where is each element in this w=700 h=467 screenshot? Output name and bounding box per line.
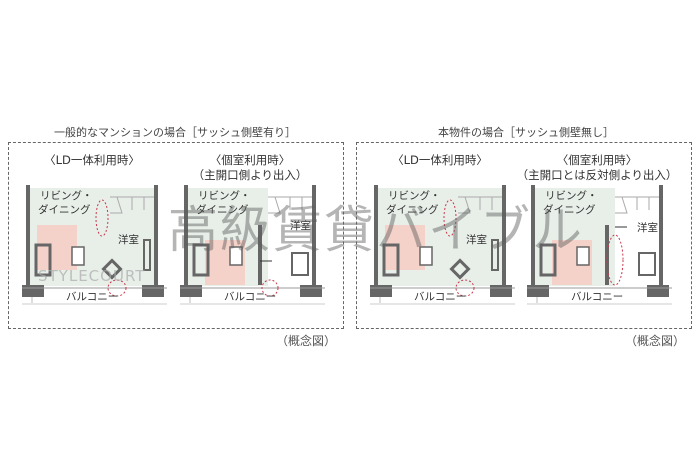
balcony-label: バルコニー <box>414 291 467 303</box>
room-label: 洋室 <box>290 220 311 232</box>
floor-plan <box>22 185 167 305</box>
balcony-label: バルコニー <box>224 291 277 303</box>
panel-heading: 〈個室利用時〉 <box>209 153 291 167</box>
dining-label: ダイニング <box>196 204 249 216</box>
room-label: 洋室 <box>466 234 487 246</box>
balcony-label: バルコニー <box>571 291 624 303</box>
floor-plan <box>370 185 515 305</box>
left-title: 一般的なマンションの場合［サッシュ側壁有り］ <box>54 126 296 139</box>
panel-subheading: （主開口とは反対側より出入） <box>516 168 678 182</box>
watermark: 高級賃貸バイブル <box>168 201 584 259</box>
living-label: リビング・ <box>40 190 93 202</box>
panel-heading: 〈LD一体利用時〉 <box>392 153 488 167</box>
right-comparison-box <box>356 142 692 329</box>
floor-plan <box>527 185 672 305</box>
left-note: （概念図） <box>276 334 337 348</box>
living-label: リビング・ <box>545 190 598 202</box>
living-label: リビング・ <box>198 190 251 202</box>
dining-label: ダイニング <box>386 204 439 216</box>
panel-subheading: （主開口側より出入） <box>192 168 308 182</box>
dining-label: ダイニング <box>543 204 596 216</box>
right-note: （概念図） <box>625 334 686 348</box>
room-label: 洋室 <box>118 234 139 246</box>
floor-plan <box>180 185 325 305</box>
panel-heading: 〈個室利用時〉 <box>556 153 638 167</box>
dining-label: ダイニング <box>38 204 91 216</box>
balcony-label: バルコニー <box>66 291 119 303</box>
right-title: 本物件の場合［サッシュ側壁無し］ <box>438 126 614 139</box>
logo-text: STYLECOURT <box>38 267 146 285</box>
left-comparison-box <box>8 142 344 329</box>
room-label: 洋室 <box>637 222 658 234</box>
panel-heading: 〈LD一体利用時〉 <box>44 153 140 167</box>
living-label: リビング・ <box>388 190 441 202</box>
